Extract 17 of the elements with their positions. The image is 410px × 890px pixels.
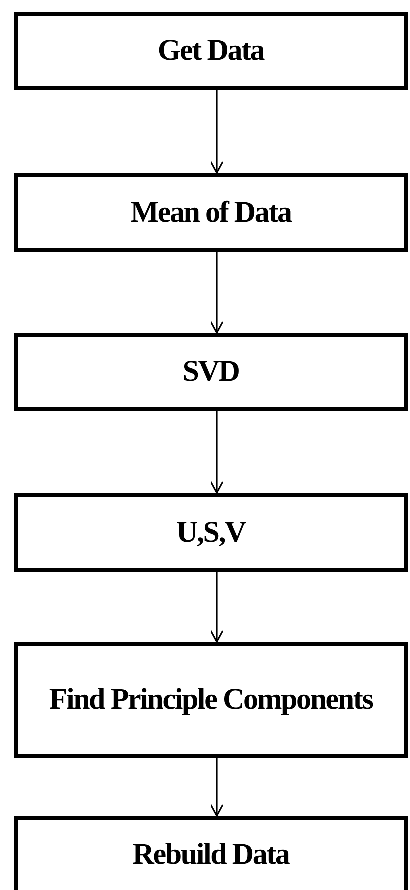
process-box [14, 333, 408, 411]
process-box [14, 493, 408, 572]
process-box [14, 12, 408, 90]
arrow [210, 572, 224, 643]
step-label: Mean of Data [130, 196, 292, 230]
arrow [210, 411, 224, 494]
step-label: Rebuild Data [132, 838, 290, 872]
process-box [14, 642, 408, 758]
process-box [14, 173, 408, 252]
process-box [14, 816, 408, 890]
step-label: SVD [182, 355, 240, 389]
step-label: U,S,V [176, 516, 246, 550]
arrow [210, 90, 224, 174]
arrow [210, 758, 224, 817]
step-label: Get Data [158, 34, 264, 68]
arrow [210, 252, 224, 334]
step-label: Find Principle Components [49, 683, 373, 717]
